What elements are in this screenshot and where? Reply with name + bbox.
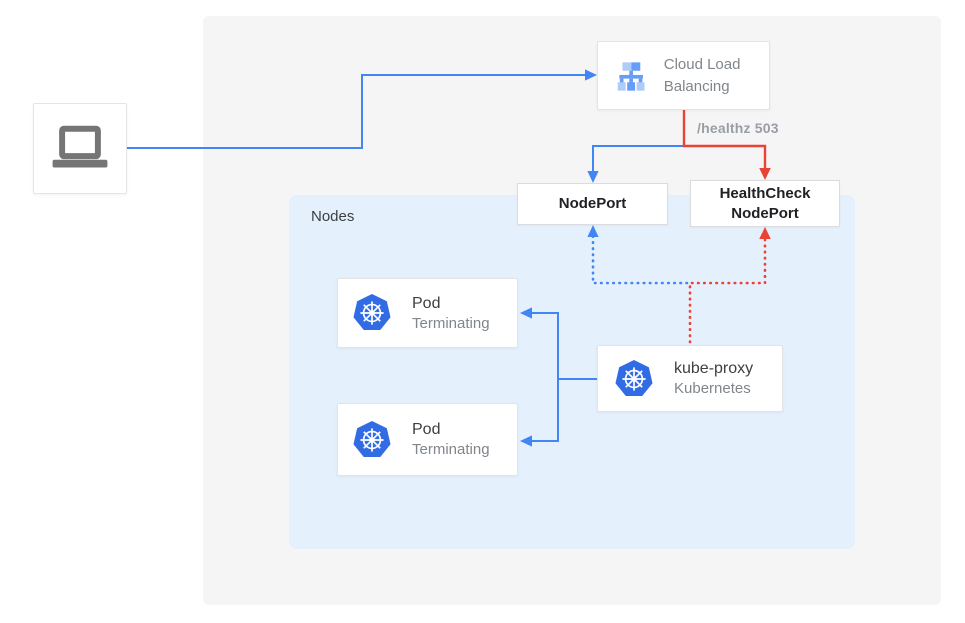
nodeport-node: NodePort — [517, 183, 668, 225]
kube-proxy-subtitle: Kubernetes — [674, 380, 751, 397]
nodes-group-label: Nodes — [311, 208, 355, 225]
kubernetes-icon — [615, 359, 653, 396]
cloud-load-balancing-icon — [617, 61, 645, 91]
laptop-icon — [52, 125, 108, 167]
kube-proxy-node: kube-proxy Kubernetes — [597, 345, 783, 412]
pod-status: Terminating — [412, 441, 490, 458]
kubernetes-icon — [353, 420, 391, 457]
pod-node: Pod Terminating — [337, 403, 518, 476]
client-node — [33, 103, 127, 194]
pod-status: Terminating — [412, 314, 490, 332]
healthcheck-nodeport-node: HealthCheck NodePort — [690, 180, 840, 227]
pod-node: Pod Terminating — [337, 278, 518, 348]
pod-title: Pod — [412, 294, 441, 312]
kubernetes-icon — [353, 294, 391, 331]
healthz-503-label: /healthz 503 — [697, 120, 779, 136]
kube-proxy-title: kube-proxy — [674, 360, 754, 377]
pod-title: Pod — [412, 421, 441, 438]
cloud-load-balancing-label: Cloud Load Balancing — [663, 55, 741, 95]
cloud-load-balancing-node: Cloud Load Balancing — [597, 41, 770, 110]
